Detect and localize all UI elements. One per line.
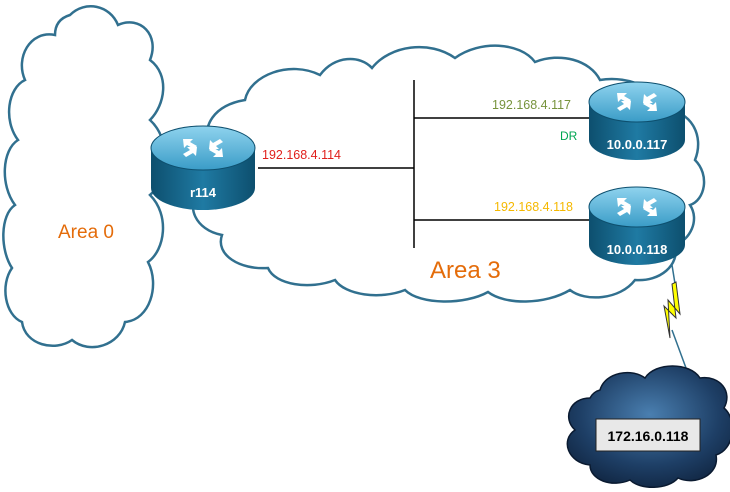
area-0-cloud <box>2 5 167 349</box>
r117-dr-label: DR <box>560 129 578 143</box>
router-10-0-0-117[interactable]: 10.0.0.117 <box>588 81 686 160</box>
area-3-label: Area 3 <box>430 257 501 284</box>
router-10-0-0-117-name: 10.0.0.117 <box>607 137 668 152</box>
r114-interface-ip: 192.168.4.114 <box>262 148 341 162</box>
r117-interface-ip: 192.168.4.117 <box>492 98 571 112</box>
serial-link-bolt-icon <box>663 264 687 369</box>
area-3-cloud <box>190 44 706 303</box>
area-0-label: Area 0 <box>58 222 114 243</box>
router-10-0-0-118-name: 10.0.0.118 <box>607 242 668 257</box>
router-r114-name: r114 <box>190 185 217 200</box>
external-network-label: 172.16.0.118 <box>608 428 689 444</box>
external-network-label-box <box>595 418 701 452</box>
router-10-0-0-118[interactable]: 10.0.0.118 <box>588 186 686 265</box>
router-r114[interactable]: r114 <box>150 125 256 210</box>
r118-interface-ip: 192.168.4.118 <box>494 200 573 214</box>
external-network-cloud[interactable]: 172.16.0.118 <box>566 365 730 488</box>
